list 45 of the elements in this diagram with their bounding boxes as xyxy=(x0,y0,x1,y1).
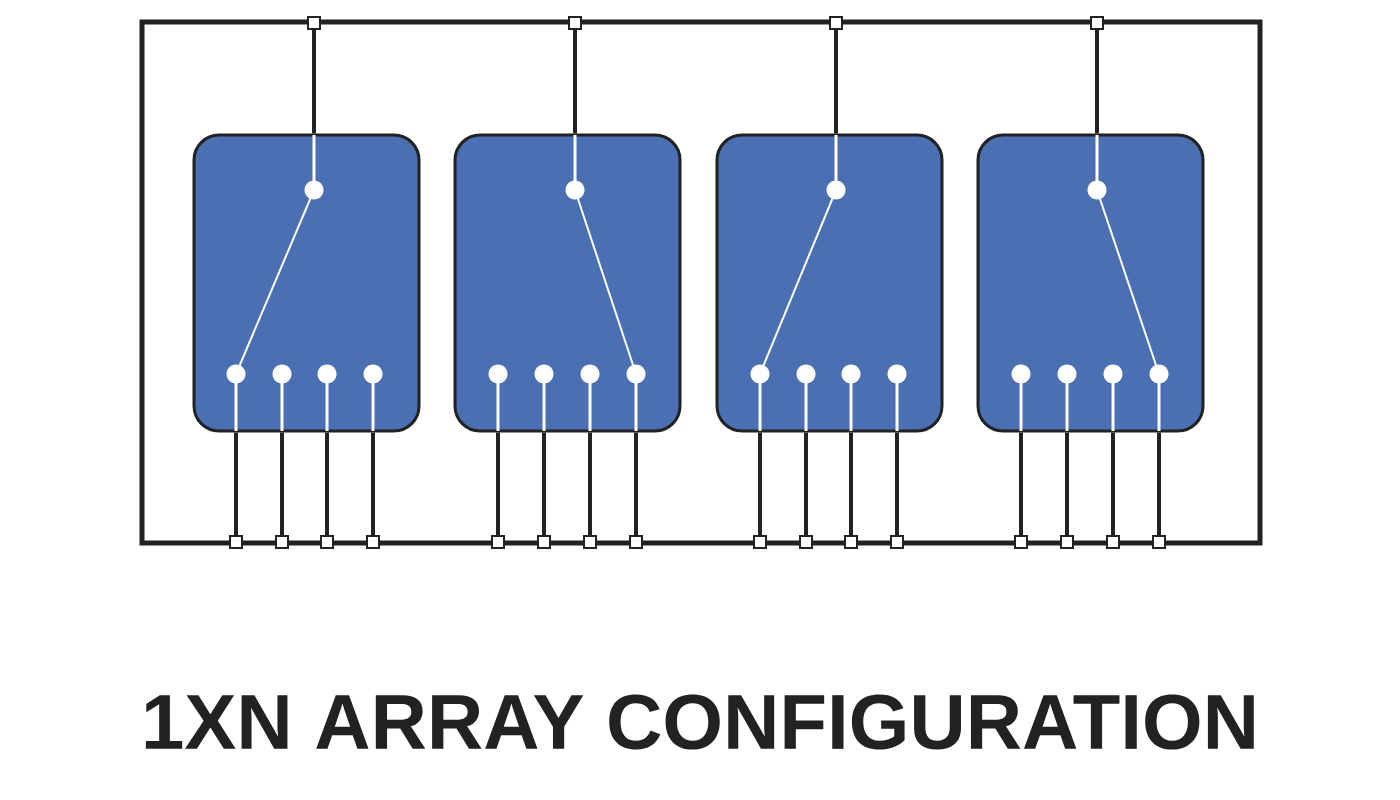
port-square xyxy=(491,535,505,549)
port-square xyxy=(890,535,904,549)
connector-line xyxy=(1095,30,1099,134)
port-square xyxy=(229,535,243,549)
connector-line xyxy=(849,432,853,535)
connector-line xyxy=(325,432,329,535)
port-square xyxy=(537,535,551,549)
port-square xyxy=(844,535,858,549)
port-square xyxy=(366,535,380,549)
connector-line xyxy=(758,432,762,535)
connector-line xyxy=(1157,432,1161,535)
connector-line xyxy=(234,432,238,535)
port-square xyxy=(568,16,582,30)
port-square xyxy=(320,535,334,549)
connector-line xyxy=(280,432,284,535)
diagram-title: 1XN ARRAY CONFIGURATION xyxy=(145,694,1254,750)
port-square xyxy=(1106,535,1120,549)
connector-line xyxy=(371,432,375,535)
port-square xyxy=(307,16,321,30)
connector-line xyxy=(895,432,899,535)
port-square xyxy=(799,535,813,549)
port-square xyxy=(1014,535,1028,549)
connector-line xyxy=(804,432,808,535)
port-square xyxy=(1090,16,1104,30)
switch-box xyxy=(976,133,1205,433)
connector-line xyxy=(834,30,838,134)
switch-box xyxy=(192,133,421,433)
connector-line xyxy=(496,432,500,535)
port-square xyxy=(1152,535,1166,549)
connector-line xyxy=(542,432,546,535)
connector-line xyxy=(1111,432,1115,535)
connector-line xyxy=(312,30,316,134)
port-square xyxy=(1060,535,1074,549)
port-square xyxy=(829,16,843,30)
connector-line xyxy=(634,432,638,535)
switch-box xyxy=(715,133,944,433)
port-square xyxy=(275,535,289,549)
port-square xyxy=(583,535,597,549)
connector-line xyxy=(573,30,577,134)
port-square xyxy=(629,535,643,549)
port-square xyxy=(753,535,767,549)
connector-line xyxy=(588,432,592,535)
switch-box xyxy=(453,133,682,433)
connector-line xyxy=(1065,432,1069,535)
connector-line xyxy=(1019,432,1023,535)
